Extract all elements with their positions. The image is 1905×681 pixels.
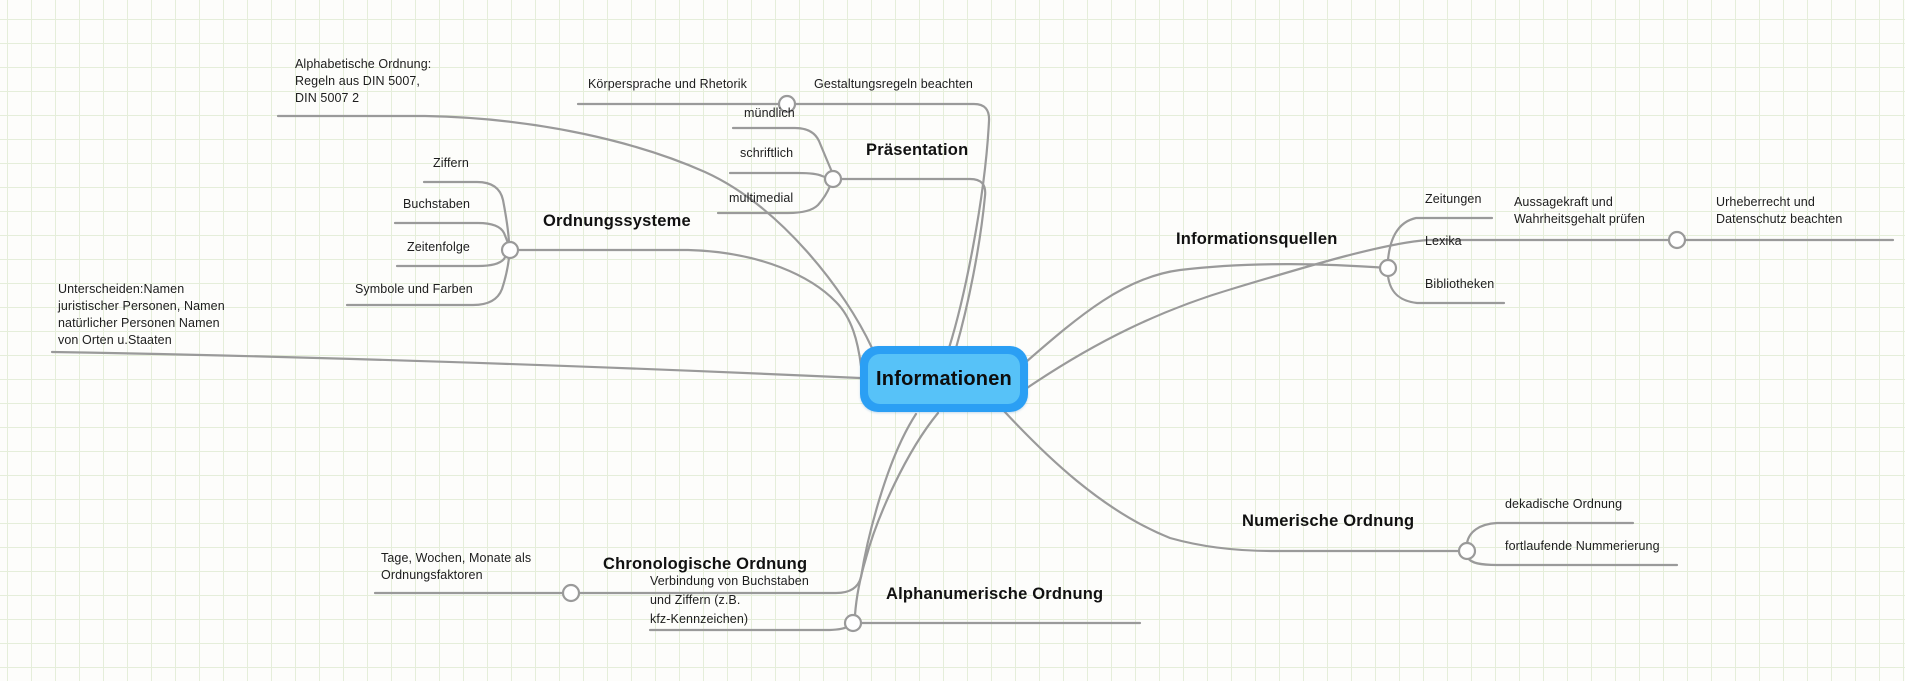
topic-zeitungen[interactable]: Zeitungen (1425, 192, 1482, 206)
central-topic-node[interactable]: Informationen (860, 346, 1028, 412)
connector-muendlich-underline (731, 126, 834, 174)
connector-informationsquellen (1024, 263, 1390, 364)
connector-multimedial-underline (716, 184, 832, 215)
hub-ordnungssysteme[interactable] (500, 240, 520, 260)
central-topic-inner: Informationen (868, 354, 1020, 404)
topic-gestaltungsregeln[interactable]: Gestaltungsregeln beachten (814, 77, 973, 91)
hub-muendlich[interactable] (777, 94, 797, 114)
branch-label-ordnungssysteme[interactable]: Ordnungssysteme (543, 212, 691, 230)
branch-label-praesentation[interactable]: Präsentation (866, 141, 969, 159)
topic-symbole[interactable]: Symbole und Farben (355, 282, 473, 296)
topic-muendlich[interactable]: mündlich (744, 106, 795, 120)
hub-lexika[interactable] (1667, 230, 1687, 250)
connector-ziffern-underline (422, 180, 511, 244)
topic-aussagekraft[interactable]: Aussagekraft und Wahrheitsgehalt prüfen (1514, 195, 1645, 226)
connector-schriftlich-underline (728, 171, 833, 181)
branch-label-chronologische[interactable]: Chronologische Ordnung (603, 555, 808, 573)
topic-fortlaufende[interactable]: fortlaufende Nummerierung (1505, 539, 1660, 553)
connector-zeitenfolge-underline (395, 252, 509, 268)
topic-verbindung[interactable]: Verbindung von Buchstaben und Ziffern (z… (650, 574, 809, 626)
topic-lexika[interactable]: Lexika (1425, 234, 1462, 248)
connector-symbole-underline (345, 256, 511, 307)
connector-dekadische-underline (1465, 521, 1635, 545)
topic-koerpersprache[interactable]: Körpersprache und Rhetorik (588, 77, 747, 91)
connector-zeitungen-underline (1386, 216, 1494, 262)
branch-label-informationsquellen[interactable]: Informationsquellen (1176, 230, 1338, 248)
topic-urheberrecht[interactable]: Urheberrecht und Datenschutz beachten (1716, 195, 1843, 226)
connector-praesentation (831, 177, 987, 350)
topic-dekadische[interactable]: dekadische Ordnung (1505, 497, 1623, 511)
hub-praesentation[interactable] (823, 169, 843, 189)
topic-buchstaben[interactable]: Buchstaben (403, 197, 471, 211)
topic-schriftlich[interactable]: schriftlich (740, 146, 794, 160)
connector-unterscheiden (50, 350, 862, 380)
topic-tage-wochen-monate[interactable]: Tage, Wochen, Monate als Ordnungsfaktore… (381, 551, 532, 582)
topic-bibliotheken[interactable]: Bibliotheken (1425, 277, 1495, 291)
connector-alphanumerische (853, 411, 940, 617)
hub-alphanumerische[interactable] (843, 613, 863, 633)
connector-muendlich-line (576, 102, 991, 350)
topic-multimedial[interactable]: multimedial (729, 191, 794, 205)
connector-buchstaben-underline (393, 221, 510, 245)
topic-zeitenfolge[interactable]: Zeitenfolge (407, 240, 470, 254)
hub-informationsquellen[interactable] (1378, 258, 1398, 278)
hub-numerische[interactable] (1457, 541, 1477, 561)
central-topic-label: Informationen (876, 367, 1012, 390)
connector-numerische (1002, 409, 1461, 553)
branch-label-alphanumerische[interactable]: Alphanumerische Ordnung (886, 585, 1104, 603)
connector-lexika-line (1025, 238, 1895, 390)
topic-unterscheiden-namen[interactable]: Unterscheiden:Namen juristischer Persone… (58, 282, 225, 347)
topic-ziffern[interactable]: Ziffern (433, 156, 469, 170)
connector-alphabetische (276, 114, 874, 350)
connector-ordnungssysteme (508, 248, 863, 368)
connector-bibliotheken-underline (1386, 274, 1506, 305)
hub-chronologische[interactable] (561, 583, 581, 603)
topic-alphabetische-ordnung[interactable]: Alphabetische Ordnung: Regeln aus DIN 50… (295, 57, 432, 105)
connector-fortlaufende-underline (1466, 556, 1679, 567)
branch-label-numerische[interactable]: Numerische Ordnung (1242, 512, 1415, 530)
